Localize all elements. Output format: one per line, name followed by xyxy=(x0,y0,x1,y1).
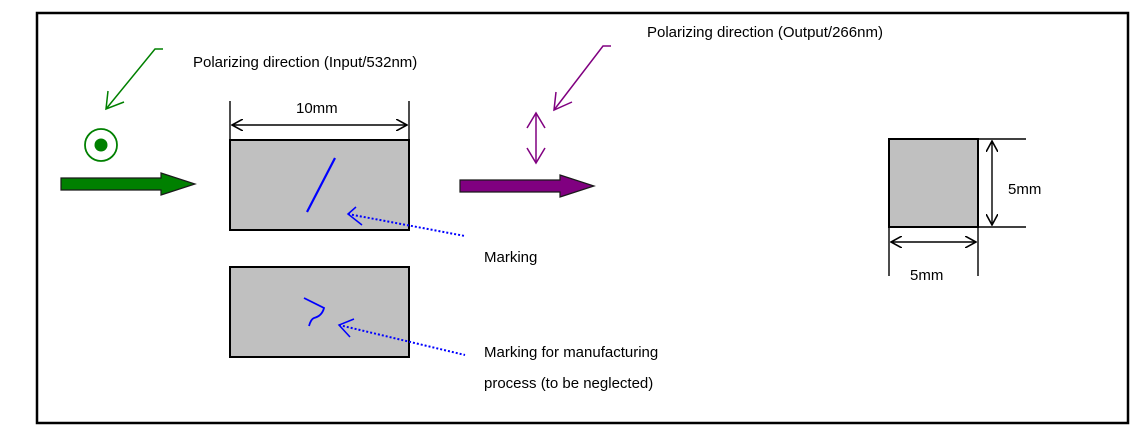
output-callout-arrowhead xyxy=(553,91,573,112)
input-callout-arrowhead xyxy=(105,90,125,111)
crystal-end-face xyxy=(888,138,979,228)
output-polarization-label: Polarizing direction (Output/266nm) xyxy=(647,24,883,41)
aperture-width-dimension xyxy=(888,227,979,276)
manufacturing-marking-glyph xyxy=(303,297,326,327)
aperture-width-label: 5mm xyxy=(910,267,943,284)
output-beam-arrow-icon xyxy=(459,174,596,198)
crystal-length-dimension xyxy=(229,101,410,141)
manufacturing-marking-pointer xyxy=(337,318,466,356)
output-polarization-callout xyxy=(553,45,611,112)
manufacturing-marking-label-line1: Marking for manufacturing xyxy=(484,344,658,361)
input-beam-arrow-icon xyxy=(60,172,197,196)
crystal-length-label: 10mm xyxy=(296,100,338,117)
aperture-height-label: 5mm xyxy=(1008,181,1041,198)
input-polarization-callout xyxy=(105,48,163,111)
marking-label: Marking xyxy=(484,249,537,266)
diagram-frame xyxy=(35,11,1130,425)
input-callout-leader xyxy=(105,48,163,110)
manufacturing-marking-label-line2: process (to be neglected) xyxy=(484,375,653,392)
vertical-double-arrow-icon xyxy=(526,111,546,165)
marking-line xyxy=(306,157,336,213)
out-of-plane-dot-icon xyxy=(84,128,118,162)
crystal-alt-view xyxy=(229,266,410,358)
input-polarization-label: Polarizing direction (Input/532nm) xyxy=(193,54,417,71)
aperture-height-dimension xyxy=(978,138,1026,228)
marking-pointer xyxy=(346,206,466,237)
output-callout-leader xyxy=(553,45,611,111)
crystal-top-view xyxy=(229,139,410,231)
